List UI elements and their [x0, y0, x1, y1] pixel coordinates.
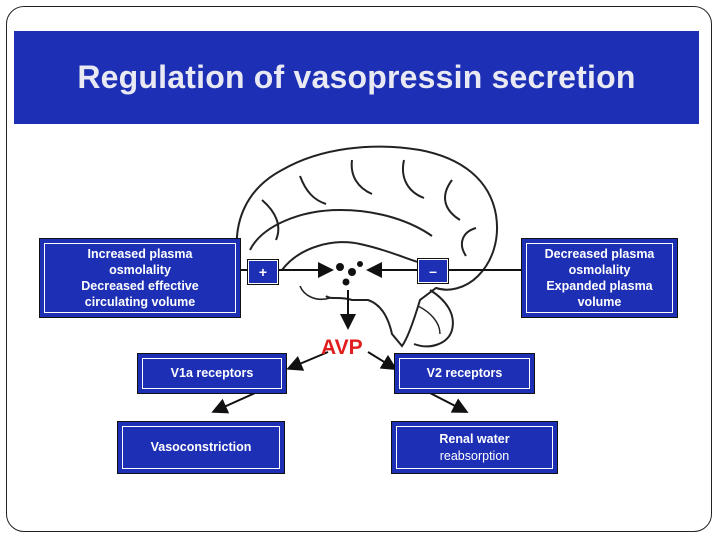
decrease-stimulus-box: Decreased plasma osmolality Expanded pla… — [521, 238, 678, 318]
renal-line: Renal water — [439, 432, 510, 447]
title-bar: Regulation of vasopressin secretion — [14, 31, 699, 124]
stimulus-line: osmolality — [109, 262, 171, 277]
v2-receptors-box: V2 receptors — [394, 353, 535, 394]
slide-frame — [6, 6, 712, 532]
avp-label: AVP — [321, 336, 363, 359]
increase-stimulus-box: Increased plasma osmolality Decreased ef… — [39, 238, 241, 318]
v1a-receptors-box: V1a receptors — [137, 353, 287, 394]
renal-line: reabsorption — [439, 448, 510, 463]
vasoconstriction-label: Vasoconstriction — [150, 440, 252, 455]
stimulus-line: osmolality — [568, 262, 631, 277]
stimulus-line: Decreased plasma — [544, 246, 655, 261]
stimulus-line: volume — [577, 295, 622, 310]
stimulus-line: circulating volume — [84, 295, 196, 310]
stimulus-line: Decreased effective — [81, 279, 199, 293]
to-v2-arrow — [367, 351, 398, 371]
v2-label: V2 receptors — [426, 366, 503, 381]
inhibition-sign: – — [417, 258, 449, 284]
v2-effect-arrow — [429, 392, 469, 413]
stimulus-line: Expanded plasma — [546, 279, 653, 293]
brain-illustration — [235, 145, 498, 348]
hypothalamus-nuclei — [336, 261, 363, 286]
v1a-label: V1a receptors — [170, 366, 254, 381]
slide-title: Regulation of vasopressin secretion — [77, 59, 636, 95]
stimulation-sign: + — [247, 259, 279, 285]
stimulus-line: Increased plasma — [87, 246, 193, 261]
renal-reabsorption-box: Renal water reabsorption — [391, 421, 558, 474]
to-v1a-arrow — [286, 351, 329, 371]
vasoconstriction-box: Vasoconstriction — [117, 421, 285, 474]
v1a-effect-arrow — [211, 392, 256, 414]
